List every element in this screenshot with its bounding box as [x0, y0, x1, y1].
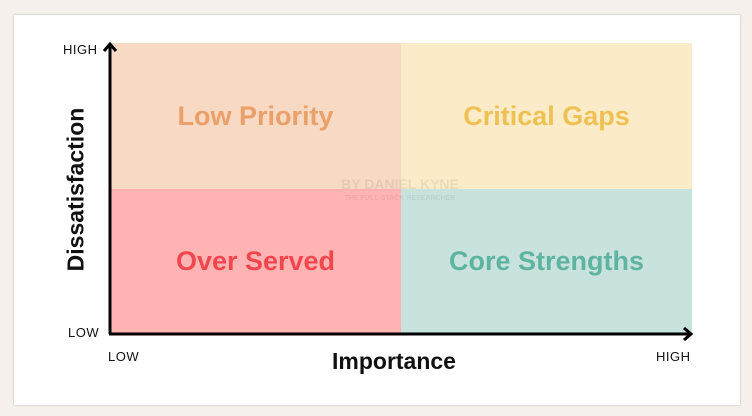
x-axis-high: HIGH [656, 349, 691, 364]
quadrant-label: Critical Gaps [463, 100, 630, 131]
quadrant-low-priority: Low Priority [110, 43, 401, 189]
quadrant-label: Core Strengths [448, 246, 645, 276]
x-axis-title: Importance [332, 348, 456, 374]
quadrant-core-strengths: Core Strengths [401, 189, 692, 334]
y-axis-high: HIGH [63, 42, 98, 57]
quadrant-critical-gaps: Critical Gaps [401, 43, 692, 189]
y-axis-low: LOW [68, 325, 100, 340]
quadrant-label: Over Served [175, 246, 336, 276]
y-axis-arrow-icon [102, 41, 118, 52]
watermark: BY DANIEL KYNE THE FULL-STACK RESEARCHER [341, 176, 459, 202]
x-axis-low: LOW [108, 349, 140, 364]
y-axis-title: Dissatisfaction [62, 107, 89, 272]
quadrant-over-served: Over Served [110, 189, 401, 334]
quadrant-label: Low Priority [177, 100, 334, 131]
x-axis-arrow-icon [683, 326, 694, 342]
